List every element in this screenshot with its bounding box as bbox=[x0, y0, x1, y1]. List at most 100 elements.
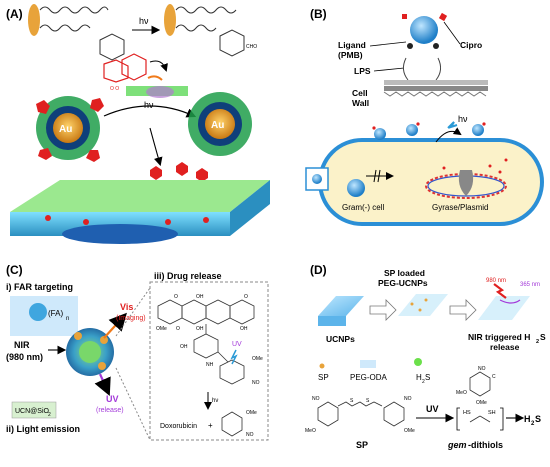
arrow-to-release bbox=[449, 299, 477, 321]
panel-a-chain-left: O O bbox=[28, 4, 129, 92]
sh-label: SH bbox=[488, 410, 496, 416]
legend-h2s-label: H bbox=[416, 373, 422, 382]
hv-b-label: hν bbox=[458, 114, 468, 124]
svg-text:MeO: MeO bbox=[456, 390, 467, 396]
ligand-label: Ligand bbox=[338, 40, 366, 50]
nir-line2: (980 nm) bbox=[6, 352, 43, 362]
panel-a-chain-right: CHO bbox=[164, 4, 257, 57]
nitroso-product-structure bbox=[221, 411, 243, 437]
svg-text:OH: OH bbox=[180, 344, 188, 350]
nm365-label: 365 nm bbox=[520, 282, 540, 288]
svg-text:NO: NO bbox=[404, 396, 412, 402]
uv-d-label: UV bbox=[426, 404, 439, 414]
au-label-left: Au bbox=[59, 124, 72, 135]
vis-label: Vis bbox=[120, 302, 133, 312]
sp-loaded-2: PEG-UCNPs bbox=[378, 278, 428, 288]
svg-text:O: O bbox=[244, 294, 248, 300]
svg-text:OMe: OMe bbox=[246, 410, 257, 416]
uv-label: UV bbox=[106, 394, 119, 404]
panel-b-label: (B) bbox=[310, 7, 327, 21]
svg-text:O O: O O bbox=[110, 86, 119, 92]
legend-sp-dot bbox=[319, 363, 325, 369]
doxorubicin-label: Doxorubicin bbox=[160, 423, 197, 430]
ucn-sub: 2 bbox=[48, 412, 51, 418]
far-targeting-title: i) FAR targeting bbox=[6, 282, 73, 292]
gem-rest-label: -dithiols bbox=[468, 440, 503, 450]
red-payload-left bbox=[103, 59, 129, 83]
svg-text:OH: OH bbox=[196, 326, 204, 332]
h2s-product-sub: 2 bbox=[531, 421, 535, 427]
svg-text:CHO: CHO bbox=[246, 44, 257, 50]
released-molecule bbox=[121, 53, 147, 81]
wall-label: Wall bbox=[352, 98, 369, 108]
panel-c: (C) i) FAR targeting (FA) n NIR (980 nm)… bbox=[6, 263, 269, 441]
gram-cell-label: Gram(-) cell bbox=[342, 203, 384, 212]
ucn-label: UCN@SiO bbox=[15, 408, 49, 415]
panel-a-label: (A) bbox=[6, 7, 23, 21]
sp-structure bbox=[317, 401, 405, 427]
hv-mid-label: hν bbox=[144, 100, 154, 110]
nm980-label: 980 nm bbox=[486, 278, 506, 284]
svg-text:OMe: OMe bbox=[404, 428, 415, 434]
h2s-product: H bbox=[524, 414, 531, 424]
cell-label: Cell bbox=[352, 88, 368, 98]
ucnp-sheet bbox=[318, 296, 364, 316]
fa-sub: n bbox=[66, 316, 69, 322]
svg-text:C: C bbox=[492, 374, 496, 380]
hs-label: HS bbox=[463, 410, 471, 416]
ligand-sub-label: (PMB) bbox=[338, 50, 363, 60]
loaded-sheet bbox=[398, 294, 448, 316]
au-nanoparticle-left: Au bbox=[36, 96, 104, 162]
doxorubicin-structure bbox=[157, 299, 255, 385]
svg-text:NH: NH bbox=[206, 362, 214, 368]
panel-a: (A) O O hν CHO bbox=[6, 4, 270, 244]
svg-text:O: O bbox=[176, 326, 180, 332]
plus-label: + bbox=[208, 421, 213, 430]
release-sheet bbox=[478, 296, 530, 320]
hv-top-label: hν bbox=[139, 16, 149, 26]
svg-text:S: S bbox=[366, 398, 370, 404]
svg-text:S: S bbox=[350, 398, 354, 404]
legend-peg-label: PEG-ODA bbox=[350, 373, 388, 382]
svg-text:NO: NO bbox=[312, 396, 320, 402]
drug-release-box bbox=[149, 281, 269, 441]
svg-text:O: O bbox=[174, 294, 178, 300]
uv-arrow bbox=[94, 373, 111, 397]
svg-text:NO: NO bbox=[252, 380, 260, 386]
panel-c-label: (C) bbox=[6, 263, 23, 277]
small-membrane-icon bbox=[126, 75, 188, 98]
svg-text:OMe: OMe bbox=[156, 326, 167, 332]
fa-label: (FA) bbox=[48, 309, 63, 318]
cipro-label: Cipro bbox=[460, 40, 482, 50]
ucnps-label: UCNPs bbox=[326, 334, 355, 344]
arrow-to-loaded bbox=[369, 299, 397, 321]
vis-sub: (Imaging) bbox=[116, 315, 146, 322]
nanoparticle-b bbox=[410, 16, 438, 44]
h2s-product-end: S bbox=[535, 414, 541, 424]
gyrase-plasmid bbox=[425, 158, 508, 199]
nir-triggered-sub: 2 bbox=[536, 339, 539, 345]
lps-label: LPS bbox=[354, 66, 371, 76]
svg-text:MeO: MeO bbox=[305, 428, 316, 434]
light-bolt-icon bbox=[447, 121, 458, 129]
internal-particle bbox=[347, 179, 365, 197]
uv-inner-label: UV bbox=[232, 341, 242, 348]
ucn-particle bbox=[66, 328, 114, 376]
light-emission-title: ii) Light emission bbox=[6, 424, 80, 434]
svg-text:NO: NO bbox=[478, 366, 486, 372]
sp-label: SP bbox=[356, 440, 368, 450]
legend-h2s-end: S bbox=[425, 373, 430, 382]
svg-text:OMe: OMe bbox=[476, 400, 487, 406]
panel-d-label: (D) bbox=[310, 263, 327, 277]
vis-arrow bbox=[103, 312, 127, 339]
legend-peg-swatch bbox=[360, 360, 376, 368]
legend-h2s-sub: 2 bbox=[422, 379, 425, 385]
gyrase-label: Gyrase/Plasmid bbox=[432, 203, 488, 212]
svg-text:OMe: OMe bbox=[252, 356, 263, 362]
nitroso-ketone-structure bbox=[469, 371, 491, 397]
lipid-membrane bbox=[10, 180, 270, 244]
svg-text:OH: OH bbox=[240, 326, 248, 332]
nir-line1: NIR bbox=[14, 340, 30, 350]
legend-sp-label: SP bbox=[318, 373, 329, 382]
